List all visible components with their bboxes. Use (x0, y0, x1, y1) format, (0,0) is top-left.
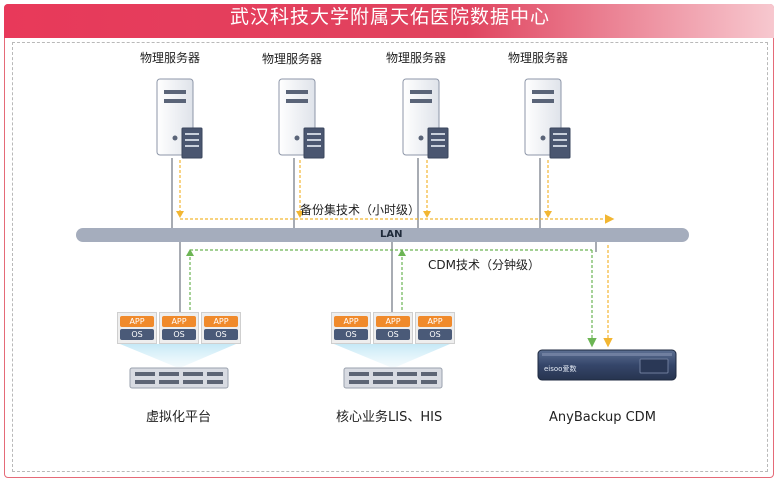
lan-label: LAN (380, 229, 403, 240)
server-3 (402, 78, 449, 159)
diagram-title: 武汉科技大学附属天佑医院数据中心 (229, 6, 550, 28)
vm-app-label: APP (334, 316, 368, 327)
cluster-1-fan (120, 344, 236, 367)
vm-app-label: APP (120, 316, 154, 327)
cluster-2-fan (334, 344, 450, 367)
vm-chip: APP OS (376, 316, 410, 340)
server-label: 物理服务器 (140, 51, 201, 65)
vm-app-label: APP (204, 316, 238, 327)
vm-app-label: APP (418, 316, 452, 327)
diagram-area (12, 42, 768, 472)
server-2 (278, 78, 325, 159)
server-4 (524, 78, 571, 159)
cdm-technology-label: CDM技术（分钟级） (428, 258, 540, 272)
vm-os-label: OS (162, 329, 196, 340)
server-label: 物理服务器 (508, 51, 569, 65)
cluster-label: 虚拟化平台 (146, 410, 212, 425)
vm-os-label: OS (418, 329, 452, 340)
backup-flow (179, 160, 615, 348)
vm-os-label: OS (334, 329, 368, 340)
backup-technology-label: 备份集技术（小时级） (300, 203, 421, 217)
server-label: 物理服务器 (262, 52, 323, 66)
title-bar (4, 4, 774, 38)
vm-chip: APP OS (204, 316, 238, 340)
cdm-flow-heads (186, 249, 406, 256)
appliance-label: AnyBackup CDM (549, 410, 656, 425)
vm-app-label: APP (162, 316, 196, 327)
cluster-1-storage (129, 367, 229, 389)
cluster-label: 核心业务LIS、HIS (336, 410, 443, 425)
server-1 (156, 78, 203, 159)
backup-flow-heads (176, 211, 552, 218)
vm-os-label: OS (376, 329, 410, 340)
vm-chip: APP OS (162, 316, 196, 340)
vm-os-label: OS (120, 329, 154, 340)
vm-chip: APP OS (120, 316, 154, 340)
lan-bar (76, 228, 689, 242)
vm-chip: APP OS (418, 316, 452, 340)
server-label: 物理服务器 (386, 51, 447, 65)
anybackup-appliance (537, 349, 677, 381)
vm-chip: APP OS (334, 316, 368, 340)
appliance-brand: eisoo爱数 (544, 364, 576, 373)
server-lan-links (171, 158, 541, 229)
vm-app-label: APP (376, 316, 410, 327)
vm-os-label: OS (204, 329, 238, 340)
cluster-2-storage (343, 367, 443, 389)
cluster-lan-links (179, 242, 597, 312)
